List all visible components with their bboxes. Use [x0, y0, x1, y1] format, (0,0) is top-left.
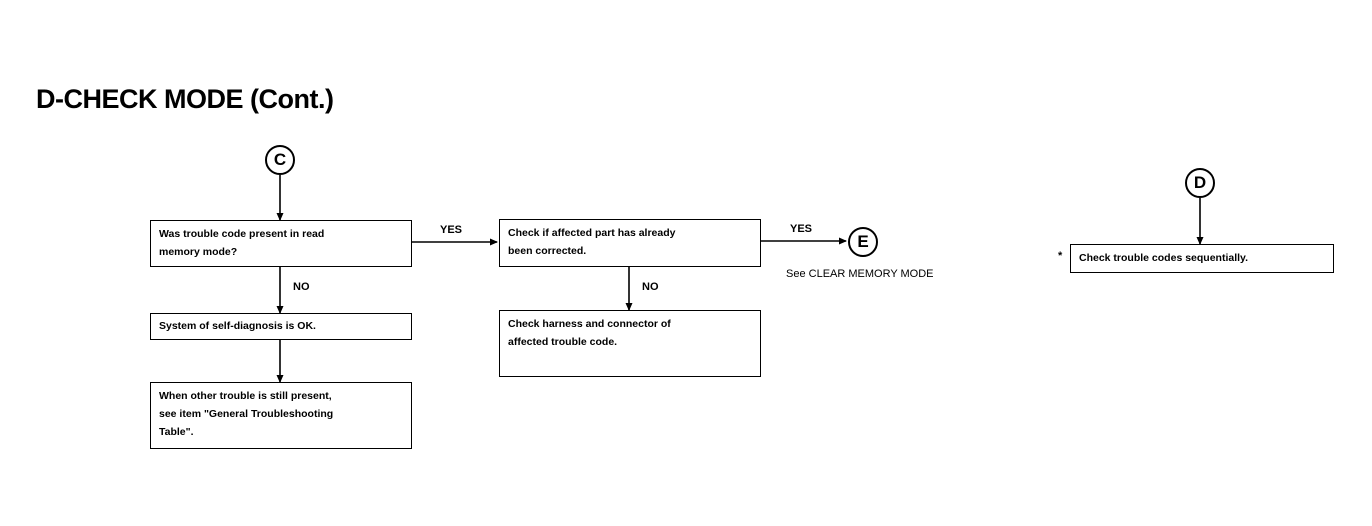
box-check-harness: Check harness and connector of affected …	[499, 310, 761, 377]
box-trouble-code-question: Was trouble code present in read memory …	[150, 220, 412, 267]
box-check-corrected: Check if affected part has already been …	[499, 219, 761, 267]
label-yes-1: YES	[440, 224, 463, 236]
connector-e: E	[848, 227, 878, 257]
box-check-sequential: Check trouble codes sequentially.	[1070, 244, 1334, 273]
note-see-clear-memory: See CLEAR MEMORY MODE	[786, 268, 934, 280]
label-yes-2: YES	[790, 223, 813, 235]
label-no-2: NO	[642, 281, 659, 293]
box-other-trouble: When other trouble is still present, see…	[150, 382, 412, 449]
label-no-1: NO	[293, 281, 310, 293]
label-asterisk: *	[1058, 250, 1063, 262]
connector-c: C	[265, 145, 295, 175]
connector-d: D	[1185, 168, 1215, 198]
page-title: D-CHECK MODE (Cont.)	[36, 84, 334, 114]
box-system-ok: System of self-diagnosis is OK.	[150, 313, 412, 340]
